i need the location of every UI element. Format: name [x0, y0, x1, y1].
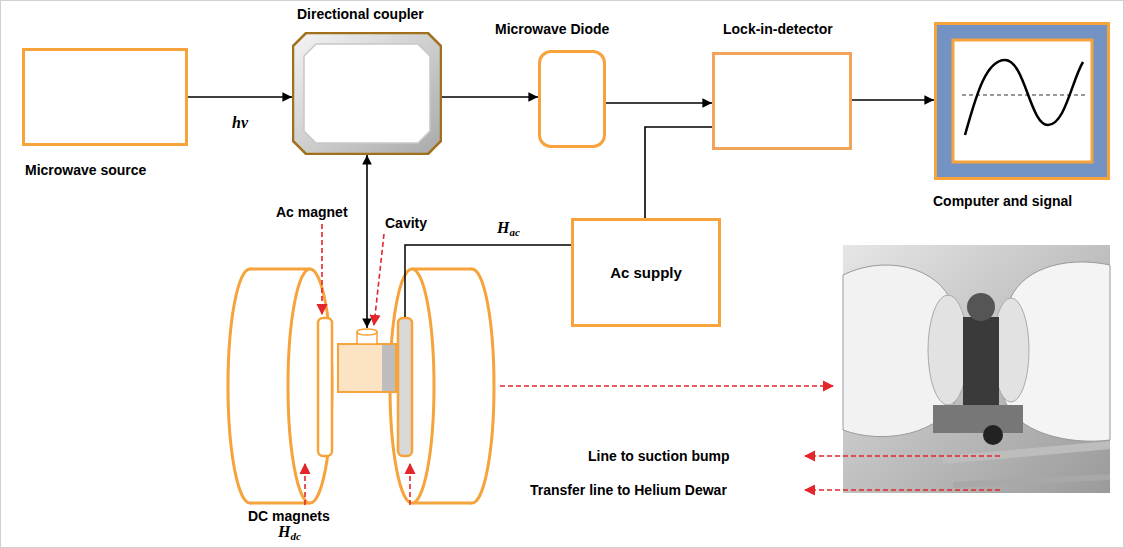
part-label: Ac magnet: [276, 204, 348, 220]
node-label: Computer and signal: [933, 193, 1072, 209]
node-label: Cavity: [385, 215, 427, 231]
cavity-box: Cavity: [336, 328, 398, 394]
ac-wire: [405, 245, 571, 317]
part-label: Hdc: [278, 524, 301, 540]
symbol-letter: H: [278, 523, 290, 540]
signal-connector: [645, 127, 712, 218]
computer-box: Computer and signal: [934, 22, 1110, 180]
signal-connector: [852, 99, 934, 101]
signal-connector: [606, 102, 712, 104]
node-label: Microwave Diode: [495, 21, 609, 37]
edge-label: hν: [232, 115, 248, 131]
symbol-letter: H: [497, 219, 509, 236]
node-label: Ac supply: [610, 265, 682, 281]
part-label: Line to suction bump: [588, 448, 730, 464]
symbol-subscript: dc: [290, 530, 300, 542]
part-label: Hac: [497, 220, 520, 236]
node-label: Directional coupler: [297, 6, 424, 22]
cavity-port-top: [357, 329, 377, 335]
coupler-face: [304, 44, 430, 143]
ac-magnet-plate: [398, 318, 412, 456]
node-label: Lock-in-detector: [723, 21, 833, 37]
ac-magnet-plate: [318, 318, 332, 456]
part-label: DC magnets: [248, 508, 330, 524]
part-label: Transfer line to Helium Dewar: [530, 482, 727, 498]
zero-line: [962, 95, 1086, 96]
signal-connector: [188, 96, 292, 98]
coupler-box: Directional coupler: [292, 32, 442, 155]
sine-wave: [965, 60, 1083, 135]
ac-supply-box: Ac supply: [571, 218, 721, 327]
cavity-body: [338, 344, 396, 392]
node-label: Microwave source: [25, 162, 146, 178]
signal-connector: [366, 155, 368, 328]
source-box: Microwave source: [22, 48, 188, 146]
leader-lines: [305, 224, 1000, 505]
cavity-side: [382, 345, 395, 391]
lock-in-box: Lock-in-detector: [712, 52, 852, 150]
monitor-bezel: [935, 23, 1109, 179]
signal-connector: [442, 96, 538, 98]
diode-box: Microwave Diode: [538, 50, 606, 148]
cavity-outline: [336, 328, 398, 394]
dc-magnet-left: [228, 269, 332, 503]
coupler-outline: [292, 32, 442, 155]
monitor-screen: [953, 40, 1092, 162]
symbol-subscript: ac: [509, 226, 519, 238]
coupler-body: [293, 33, 441, 154]
